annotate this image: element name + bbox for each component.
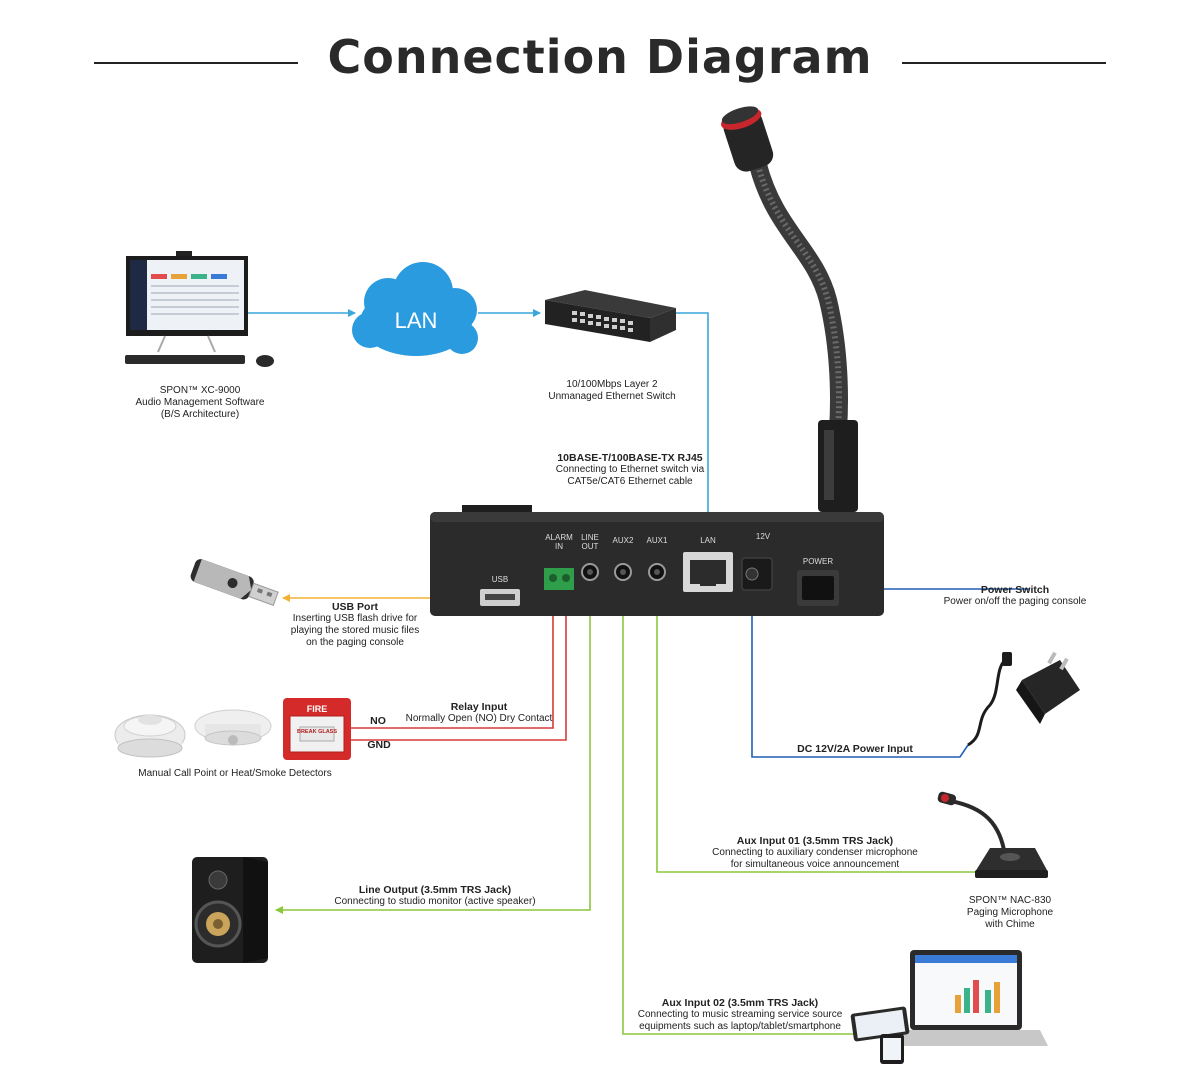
aux1-cable	[656, 580, 975, 873]
switch-caption-line: Unmanaged Ethernet Switch	[548, 391, 676, 402]
lan-cloud	[352, 262, 478, 356]
line-out-cable	[276, 580, 591, 911]
usb-port-heading: USB Port	[331, 601, 379, 613]
switch-caption: 10/100Mbps Layer 2 Unmanaged Ethernet Sw…	[528, 379, 696, 403]
relay-no-text: NO	[370, 715, 386, 727]
dc-input-heading: DC 12V/2A Power Input	[797, 743, 913, 755]
pc-caption-line: (B/S Architecture)	[160, 409, 240, 420]
pc-caption-line: SPON™ XC-9000	[159, 385, 241, 396]
switch-caption-line: 10/100Mbps Layer 2	[566, 379, 658, 390]
line-out-label-1: LINE	[581, 533, 599, 542]
aux1-label: AUX1	[647, 536, 668, 545]
rj45-line: CAT5e/CAT6 Ethernet cable	[567, 476, 693, 487]
dc-port-label: 12V	[756, 532, 771, 541]
aux1-input-caption: Aux Input 01 (3.5mm TRS Jack) Connecting…	[700, 835, 930, 871]
power-label: POWER	[803, 557, 833, 566]
smoke-detector	[194, 709, 272, 746]
aux1-input-line: Connecting to auxiliary condenser microp…	[712, 847, 918, 858]
laptop-tablet-phone	[850, 950, 1048, 1064]
usb-flash-drive	[190, 559, 279, 606]
pc-caption-line: Audio Management Software	[135, 397, 265, 408]
relay-no-label: NO	[366, 715, 390, 727]
aux2-input-line: equipments such as laptop/tablet/smartph…	[639, 1021, 841, 1032]
usb-port-line: Inserting USB flash drive for	[292, 613, 418, 624]
line-output-line: Connecting to studio monitor (active spe…	[334, 896, 536, 907]
relay-line: Normally Open (NO) Dry Contact	[405, 713, 553, 724]
nac830-caption: SPON™ NAC-830 Paging Microphone with Chi…	[950, 895, 1070, 931]
aux2-input-line: Connecting to music streaming service so…	[637, 1009, 843, 1020]
nac830-line: SPON™ NAC-830	[968, 895, 1052, 906]
line-output-heading: Line Output (3.5mm TRS Jack)	[358, 884, 512, 896]
power-adapter	[967, 651, 1080, 747]
alarm-in-label-1: ALARM	[545, 533, 573, 542]
aux2-input-caption: Aux Input 02 (3.5mm TRS Jack) Connecting…	[625, 997, 855, 1033]
title-rule-right	[902, 62, 1106, 64]
arrow-head	[275, 906, 283, 914]
detectors-caption: Manual Call Point or Heat/Smoke Detector…	[110, 768, 360, 780]
line-output-caption: Line Output (3.5mm TRS Jack) Connecting …	[325, 884, 545, 908]
dc-input-caption: DC 12V/2A Power Input	[790, 743, 920, 755]
pc-workstation	[125, 251, 274, 367]
arrow-head	[533, 309, 541, 317]
ethernet-switch	[545, 290, 676, 342]
nac830-line: with Chime	[985, 919, 1035, 930]
break-glass-label: BREAK GLASS	[297, 729, 337, 735]
usb-port-caption: USB Port Inserting USB flash drive for p…	[280, 601, 430, 649]
paging-console	[430, 505, 884, 616]
rj45-caption: 10BASE-T/100BASE-TX RJ45 Connecting to E…	[540, 452, 720, 488]
lan-cable	[676, 312, 709, 566]
page-title: Connection Diagram	[327, 30, 873, 84]
power-switch-line: Power on/off the paging console	[943, 596, 1087, 607]
usb-port-label: USB	[492, 575, 508, 584]
lan-port-label: LAN	[700, 536, 716, 545]
relay-heading: Relay Input	[450, 701, 508, 713]
pc-caption: SPON™ XC-9000 Audio Management Software …	[120, 385, 280, 421]
studio-monitor	[192, 857, 268, 963]
arrow-head	[282, 594, 290, 602]
relay-caption: Relay Input Normally Open (NO) Dry Conta…	[400, 701, 558, 725]
power-switch-heading: Power Switch	[980, 584, 1050, 596]
heat-detector	[114, 714, 186, 758]
cloud-label: LAN	[395, 308, 438, 333]
rj45-line: Connecting to Ethernet switch via	[555, 464, 705, 475]
nac830-microphone	[937, 791, 1048, 878]
arrow-head	[348, 309, 356, 317]
aux1-input-heading: Aux Input 01 (3.5mm TRS Jack)	[736, 835, 894, 847]
fire-label: FIRE	[307, 704, 328, 714]
relay-gnd-cable	[350, 590, 567, 741]
title-rule-left	[94, 62, 298, 64]
relay-gnd-text: GND	[367, 739, 391, 751]
relay-gnd-label: GND	[364, 739, 394, 751]
dc-power-cable	[751, 590, 969, 758]
gooseneck-microphone	[721, 106, 858, 512]
rj45-heading: 10BASE-T/100BASE-TX RJ45	[557, 452, 703, 464]
aux2-label: AUX2	[613, 536, 634, 545]
line-out-label-2: OUT	[582, 542, 599, 551]
usb-port-line: playing the stored music files	[290, 625, 420, 636]
aux1-input-line: for simultaneous voice announcement	[730, 859, 900, 870]
aux2-cable	[622, 580, 870, 1035]
power-switch-caption: Power Switch Power on/off the paging con…	[935, 584, 1095, 608]
usb-port-line: on the paging console	[306, 637, 404, 648]
detectors-caption-line: Manual Call Point or Heat/Smoke Detector…	[138, 768, 332, 779]
aux2-input-heading: Aux Input 02 (3.5mm TRS Jack)	[661, 997, 819, 1009]
nac830-line: Paging Microphone	[966, 907, 1054, 918]
manual-call-point	[283, 698, 351, 760]
alarm-in-label-2: IN	[555, 542, 563, 551]
relay-no-cable	[350, 590, 554, 729]
